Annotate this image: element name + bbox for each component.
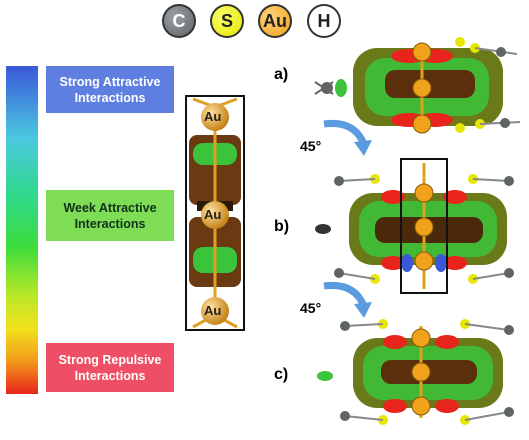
weak-attractive-label: Week Attractive Interactions bbox=[46, 190, 174, 241]
atom-symbol: S bbox=[220, 10, 233, 31]
atom-legend-sulfur: S bbox=[210, 4, 244, 38]
panel-label-b: b) bbox=[274, 218, 290, 235]
rotation-angle-1: 45° bbox=[300, 138, 322, 154]
strong-repulsive-label: Strong Repulsive Interactions bbox=[46, 343, 174, 392]
rotation-arrow-icon bbox=[323, 119, 372, 156]
strong-attractive-label: Strong Attractive Interactions bbox=[46, 66, 174, 113]
rotation-arrow-icon bbox=[323, 281, 372, 318]
molecule-panel-b bbox=[315, 158, 514, 294]
interaction-color-scale bbox=[6, 66, 38, 394]
au-chain-inset: Au Au Au bbox=[185, 95, 245, 331]
atom-legend-carbon: C bbox=[162, 4, 196, 38]
panel-label-a: a) bbox=[274, 66, 289, 83]
panel-label-c: c) bbox=[274, 366, 289, 383]
au-label-middle: Au bbox=[204, 207, 222, 222]
atom-symbol: C bbox=[172, 10, 186, 31]
au-chain-illustration bbox=[189, 97, 241, 329]
au-label-top: Au bbox=[204, 109, 222, 124]
atom-legend-gold: Au bbox=[258, 4, 292, 38]
molecule-panel-a bbox=[314, 37, 521, 134]
atom-symbol: H bbox=[317, 10, 331, 31]
atom-symbol: Au bbox=[263, 10, 287, 31]
molecule-panel-c bbox=[317, 319, 514, 425]
au-label-bottom: Au bbox=[204, 303, 222, 318]
atom-legend-hydrogen: H bbox=[307, 4, 341, 38]
rotation-angle-2: 45° bbox=[300, 300, 322, 316]
